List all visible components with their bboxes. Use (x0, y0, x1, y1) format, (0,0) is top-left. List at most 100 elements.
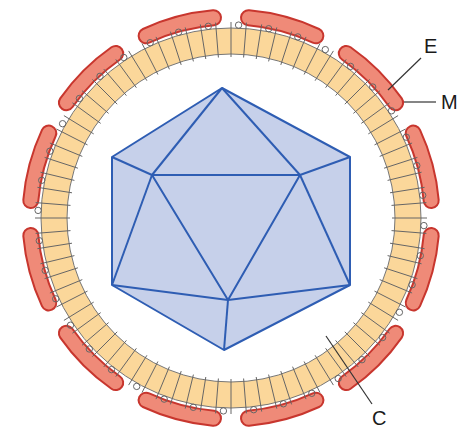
membrane-protein-line (72, 313, 100, 334)
membrane-protein-line (56, 291, 87, 307)
membrane-protein-loop (309, 390, 315, 396)
membrane-protein-loop (417, 253, 423, 259)
membrane-protein-line (170, 32, 181, 65)
membrane-protein-loop (35, 207, 41, 213)
membrane-protein-loop (175, 29, 181, 35)
membrane-protein-line (64, 116, 94, 134)
membrane-protein-line (45, 157, 78, 168)
membrane-protein-line (390, 243, 425, 249)
membrane-protein-line (390, 187, 425, 193)
membrane-protein-line (353, 323, 380, 346)
membrane-protein-line (388, 172, 422, 180)
membrane-protein-line (36, 203, 71, 206)
part-label: E (424, 36, 437, 56)
membrane-protein-line (345, 79, 370, 104)
membrane-protein-line (326, 59, 347, 87)
icosahedral-capsid (112, 88, 350, 350)
membrane-protein-loop (67, 322, 73, 328)
membrane-protein-line (82, 323, 109, 346)
membrane-protein-loop (121, 54, 127, 60)
membrane-protein-loop (370, 84, 376, 90)
membrane-protein-line (315, 355, 333, 385)
part-label: M (441, 92, 458, 112)
membrane-protein-line (216, 23, 219, 58)
membrane-protein-line (353, 91, 380, 114)
membrane-protein-loop (335, 375, 341, 381)
membrane-protein-loop (409, 282, 415, 288)
membrane-protein-line (368, 116, 398, 134)
membrane-protein-line (142, 362, 158, 393)
membrane-protein-line (336, 340, 359, 367)
membrane-protein-loop (295, 34, 301, 40)
membrane-protein-loop (420, 192, 426, 198)
membrane-protein-line (304, 362, 320, 393)
envelope-glycoproteins (31, 18, 431, 418)
membrane-protein-line (104, 340, 127, 367)
membrane-protein-line (200, 377, 206, 412)
membrane-protein-loop (347, 63, 353, 69)
membrane-protein-line (92, 79, 117, 104)
membrane-protein-loop (220, 408, 226, 414)
membrane-protein-line (216, 379, 219, 414)
membrane-protein-line (375, 291, 406, 307)
membrane-protein-line (40, 256, 74, 264)
membrane-protein-line (82, 91, 109, 114)
membrane-protein-line (361, 313, 389, 334)
membrane-protein-line (129, 51, 147, 81)
membrane-protein-line (269, 375, 277, 409)
membrane-protein-loop (322, 46, 328, 52)
membrane-protein-line (56, 129, 87, 145)
membrane-protein-line (92, 332, 117, 357)
membrane-protein-line (315, 51, 333, 81)
membrane-protein-line (156, 367, 169, 399)
membrane-protein-line (380, 280, 412, 293)
membrane-protein-line (116, 348, 137, 376)
membrane-protein-loop (235, 22, 241, 28)
membrane-protein-line (269, 27, 277, 61)
membrane-protein-line (156, 37, 169, 69)
membrane-protein-line (293, 367, 306, 399)
membrane-protein-loop (47, 148, 53, 154)
membrane-protein-line (142, 43, 158, 74)
membrane-protein-loop (379, 334, 385, 340)
membrane-protein-line (281, 32, 292, 65)
membrane-protein-line (304, 43, 320, 74)
membrane-protein-loop (403, 134, 409, 140)
membrane-protein-loop (147, 40, 153, 46)
part-label: C (372, 408, 386, 428)
membrane-protein-line (35, 218, 70, 219)
membrane-protein-line (256, 377, 262, 412)
membrane-protein-line (50, 143, 82, 156)
membrane-protein-line (72, 103, 100, 124)
membrane-protein-line (185, 375, 193, 409)
membrane-protein-loop (421, 222, 427, 228)
membrane-protein-line (388, 256, 422, 264)
membrane-protein-line (37, 243, 72, 249)
membrane-protein-line (256, 24, 262, 59)
membrane-protein-line (392, 218, 427, 219)
membrane-protein-line (40, 172, 74, 180)
membrane-protein-loop (97, 73, 103, 79)
membrane-protein-loop (39, 177, 45, 183)
membrane-protein-loop (86, 346, 92, 352)
membrane-protein-line (392, 231, 427, 234)
membrane-protein-line (384, 157, 417, 168)
membrane-protein-line (185, 27, 193, 61)
membrane-protein-line (36, 231, 71, 234)
membrane-protein-line (200, 24, 206, 59)
membrane-protein-loop (205, 23, 211, 29)
membrane-protein-loop (161, 396, 167, 402)
membrane-protein-line (64, 302, 94, 320)
membrane-proteins (35, 22, 427, 414)
membrane-protein-line (326, 348, 347, 376)
membrane-protein-loop (42, 267, 48, 273)
membrane-protein-line (244, 379, 247, 414)
membrane-protein-line (231, 22, 232, 57)
membrane-protein-loop (396, 309, 402, 315)
membrane-protein-line (368, 302, 398, 320)
leader-lines (326, 58, 436, 404)
membrane-protein-line (244, 23, 247, 58)
membrane-protein-line (384, 268, 417, 279)
membrane-protein-line (50, 280, 82, 293)
